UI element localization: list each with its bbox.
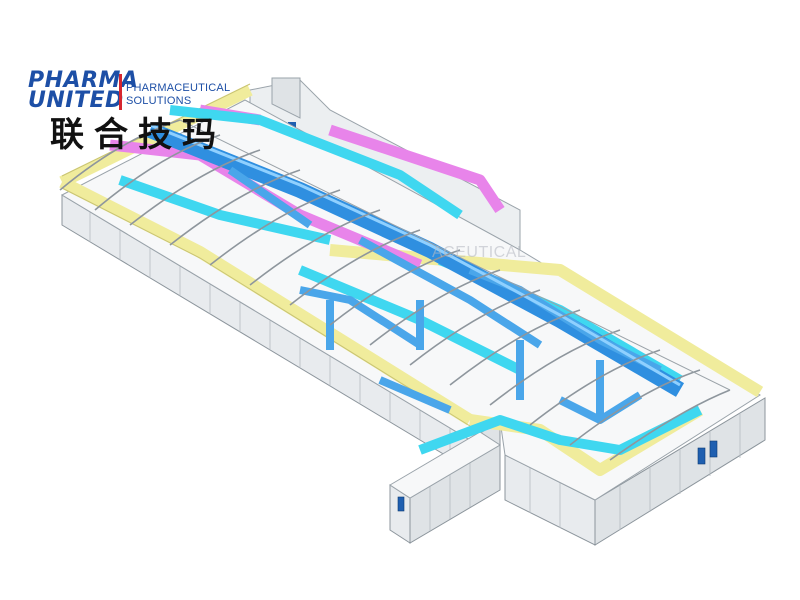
main-door-1 [697, 447, 706, 465]
roof-trusses [59, 119, 731, 461]
main-door-2 [709, 440, 718, 458]
logo-brand-line2: UNITED [28, 88, 124, 113]
truss-ridge [179, 119, 731, 391]
logo-tagline-line1: PHARMACEUTICAL [126, 82, 231, 94]
entrance-doors [397, 440, 718, 512]
logo-tagline-line2: SOLUTIONS [126, 95, 192, 107]
logo-brand-line1: PHARMA [28, 68, 139, 93]
logo-chinese-name: 联合技玛 [50, 115, 226, 155]
logo-divider [119, 74, 122, 110]
wing-door [397, 496, 405, 512]
company-logo: PHARMA UNITED PHARMACEUTICAL SOLUTIONS 联… [28, 68, 231, 170]
watermark: ACEUTICAL [432, 244, 527, 261]
